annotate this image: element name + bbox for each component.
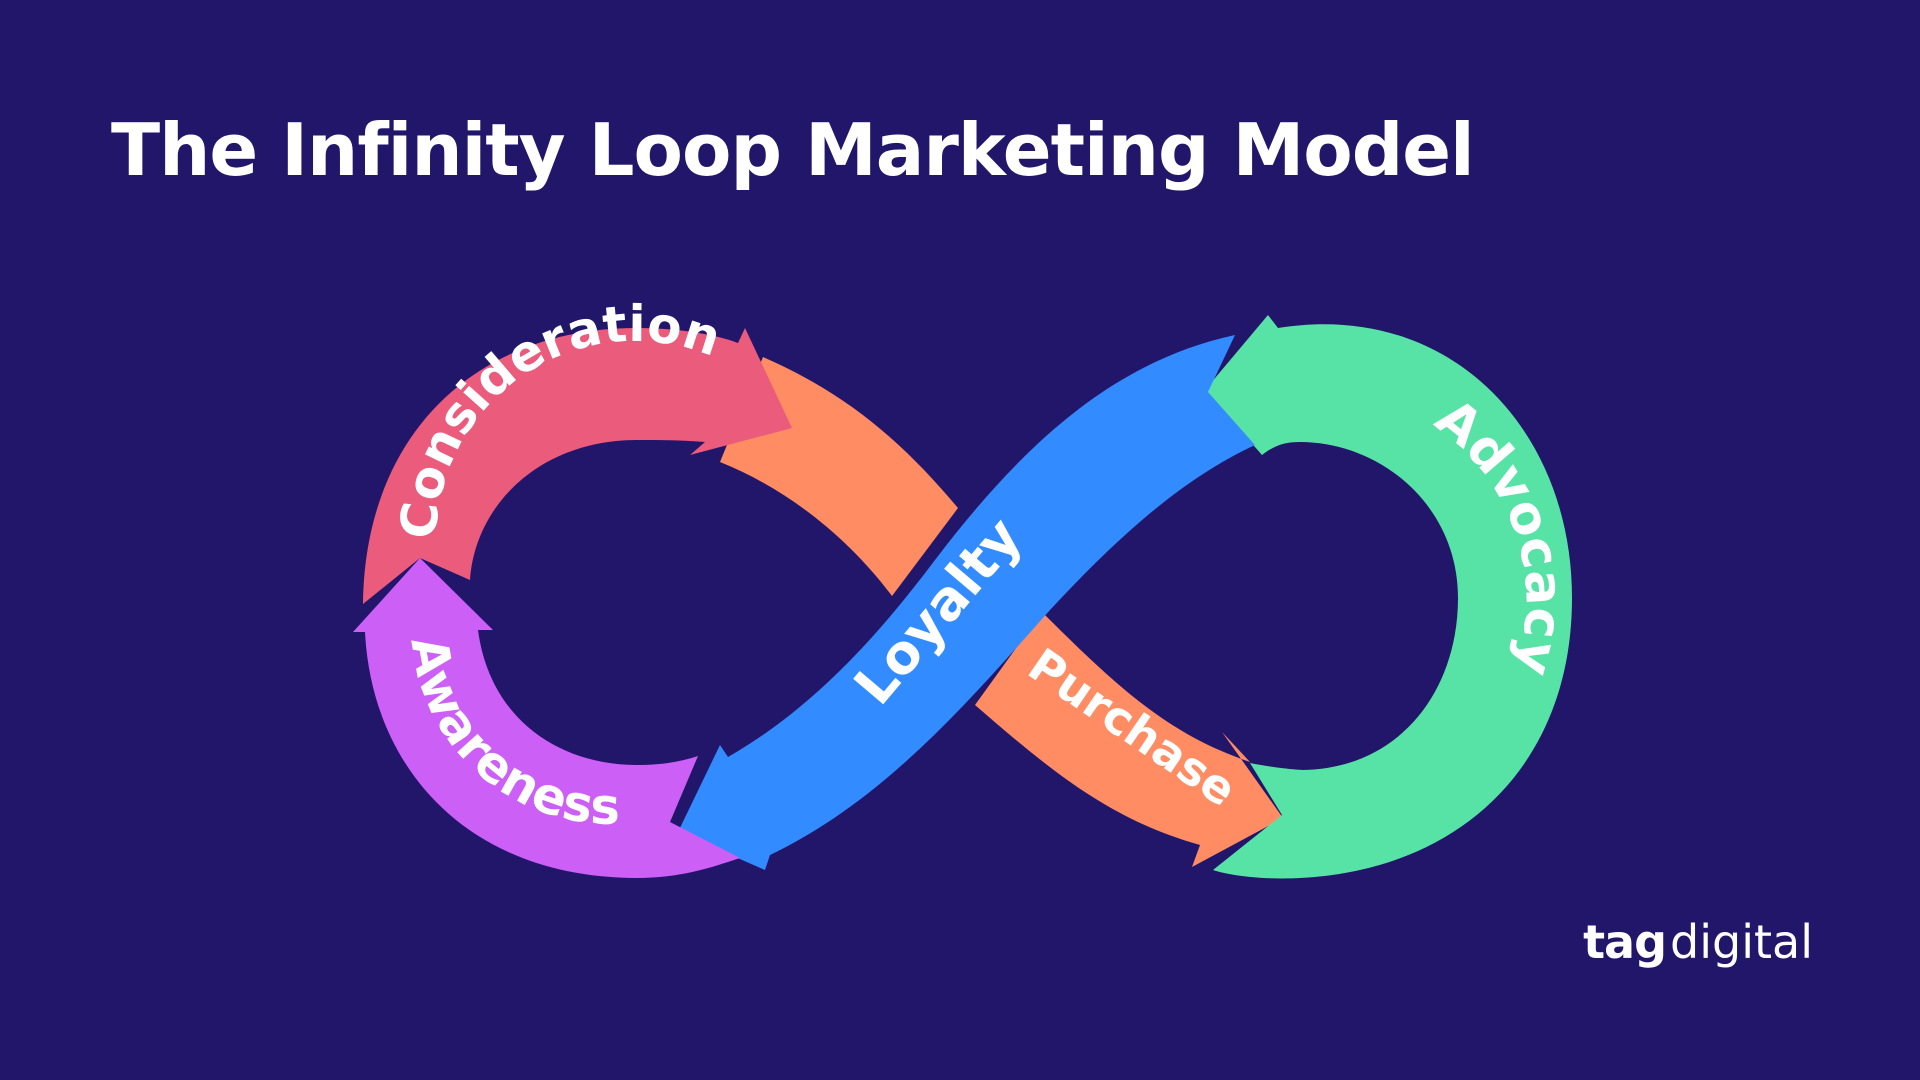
consideration-band — [363, 328, 792, 604]
advocacy-arrow — [1205, 315, 1572, 879]
awareness-band — [353, 558, 740, 878]
page-title: The Infinity Loop Marketing Model — [111, 108, 1475, 192]
logo-digital-text: digital — [1670, 915, 1813, 969]
consideration-arrow — [363, 328, 792, 604]
awareness-arrow — [353, 558, 740, 878]
purchase-arrow — [975, 612, 1283, 867]
loyalty-band — [678, 335, 1255, 870]
loyalty-arrow — [678, 335, 1255, 870]
purchase-band — [975, 612, 1283, 867]
tag-digital-logo: tagdigital — [1583, 915, 1813, 969]
logo-tag-text: tag — [1583, 915, 1667, 969]
advocacy-band — [1205, 315, 1572, 879]
